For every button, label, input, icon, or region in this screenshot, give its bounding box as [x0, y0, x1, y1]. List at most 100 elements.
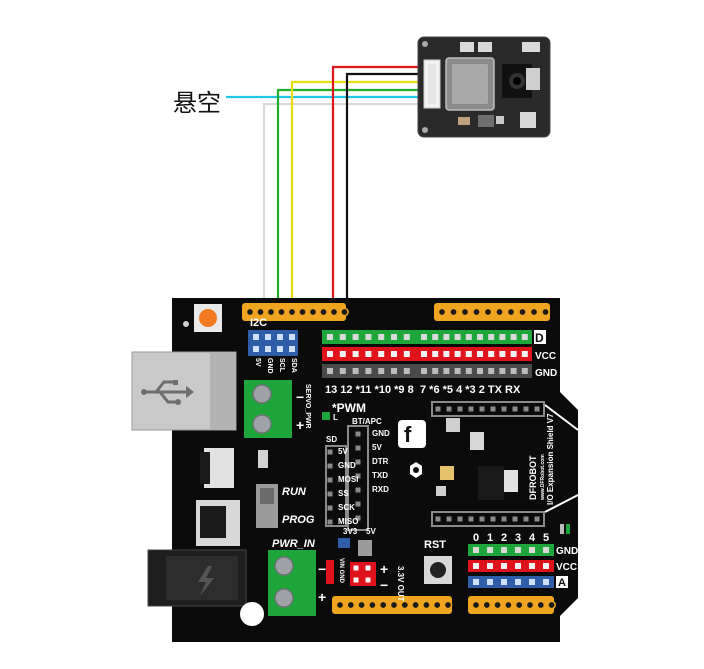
digital-pin — [327, 334, 333, 340]
io-header-pin — [501, 406, 507, 412]
header-pin — [460, 307, 470, 317]
gnd-pin — [510, 368, 517, 374]
digital-pin — [352, 334, 359, 340]
header-pin — [432, 600, 442, 610]
out-pin — [365, 565, 371, 571]
digital-numbers-right: 7 *6 *5 4 *3 2 TX RX — [420, 384, 521, 396]
bt-pin-txd: TXD — [372, 471, 388, 480]
digital-pin — [432, 334, 439, 340]
wire-red — [331, 65, 440, 352]
vcc-pin — [421, 351, 427, 357]
digital-pin — [378, 334, 385, 340]
io-header-pin — [435, 516, 441, 522]
pins — [245, 307, 556, 610]
analog-gnd-pin — [487, 547, 493, 553]
bt-pin — [355, 431, 361, 437]
digital-pin — [403, 334, 410, 340]
gnd-pin — [421, 368, 427, 374]
bt-apc-label: BT/APC — [352, 417, 382, 426]
bt-pin — [355, 515, 361, 521]
terminal-screw — [252, 384, 272, 404]
wire-white — [262, 102, 440, 330]
io-header-pin — [457, 516, 463, 522]
analog-gnd-pin — [473, 547, 479, 553]
wire-yellow — [290, 80, 440, 330]
header-pin — [547, 600, 556, 610]
vcc-pin — [521, 351, 528, 357]
bt-pin — [355, 445, 361, 451]
analog-gnd-pin — [543, 547, 549, 553]
terminal-screw — [274, 556, 294, 576]
gnd-pin — [403, 368, 410, 374]
analog-signal-pin — [501, 579, 507, 585]
header-pin — [346, 600, 356, 610]
header-pin — [518, 307, 527, 317]
gnd-pin — [477, 368, 483, 374]
pwm-label: *PWM — [332, 401, 366, 415]
sd-pin — [327, 505, 333, 511]
digital-pin — [510, 334, 517, 340]
gnd-pin — [432, 368, 439, 374]
vcc-pin — [327, 351, 333, 357]
sd-pin-5v: 5V — [338, 447, 348, 456]
vcc-pin — [488, 351, 495, 357]
sd-pin-sck: SCK — [338, 503, 355, 512]
svg-text:+: + — [296, 417, 304, 433]
vcc-pin — [454, 351, 461, 357]
row-label-gnd: GND — [535, 368, 557, 379]
i2c-pin-scl: SCL — [278, 358, 285, 373]
analog-signal-pin — [529, 579, 535, 585]
io-header-pin — [512, 406, 518, 412]
digital-pin — [465, 334, 472, 340]
vcc-pin — [365, 351, 372, 357]
svg-text:+: + — [318, 589, 326, 605]
header-pin — [357, 600, 366, 610]
i2c-pin — [277, 334, 283, 340]
bt-pin-dtr: DTR — [372, 457, 389, 466]
analog-3: 3 — [515, 532, 521, 544]
digital-pin — [488, 334, 495, 340]
analog-gnd-pin — [515, 547, 521, 553]
io-header-pin — [512, 516, 518, 522]
gnd-pin — [339, 368, 346, 374]
digital-pin — [421, 334, 427, 340]
gnd-pin — [391, 368, 397, 374]
board-labels: I2C 5V GND SCL SDA SERVO_PWR − + D VCC G… — [250, 317, 578, 605]
analog-signal-pin — [515, 579, 521, 585]
vin-gnd-label: VIN GND — [338, 558, 344, 584]
header-pin — [471, 600, 481, 610]
analog-row-gnd: GND — [556, 546, 578, 557]
header-pin — [514, 600, 524, 610]
bt-pin — [355, 501, 361, 507]
led-l-label: L — [333, 413, 338, 422]
header-pin — [541, 307, 550, 317]
vcc-pin — [378, 351, 385, 357]
header-pin — [411, 600, 420, 610]
header-pin — [256, 307, 265, 317]
io-header-pin — [479, 516, 485, 522]
digital-numbers-left: 13 12 *11 *10 *9 8 — [325, 384, 414, 396]
vcc-pin — [339, 351, 346, 357]
sd-pin-gnd: GND — [338, 461, 356, 470]
digital-pin — [521, 334, 528, 340]
wire-green — [276, 88, 440, 330]
header-pin — [493, 600, 502, 610]
io-header-pin — [468, 406, 474, 412]
gnd-pin — [499, 368, 506, 374]
i2c-pin — [253, 334, 259, 340]
i2c-pin-gnd: GND — [266, 358, 273, 374]
io-header-pin — [490, 516, 496, 522]
header-pin — [266, 307, 276, 317]
header-pin — [437, 307, 447, 317]
i2c-pin — [289, 346, 295, 352]
analog-vcc-pin — [515, 563, 521, 569]
svg-text:−: − — [380, 577, 388, 593]
analog-1: 1 — [487, 532, 493, 544]
vcc-pin — [499, 351, 506, 357]
gnd-pin — [488, 368, 495, 374]
header-pin — [389, 600, 399, 610]
out-pin — [365, 577, 371, 583]
sd-pin-mosi: MOSI — [338, 475, 358, 484]
header-pin — [319, 307, 328, 317]
i2c-pin-block — [248, 330, 298, 356]
